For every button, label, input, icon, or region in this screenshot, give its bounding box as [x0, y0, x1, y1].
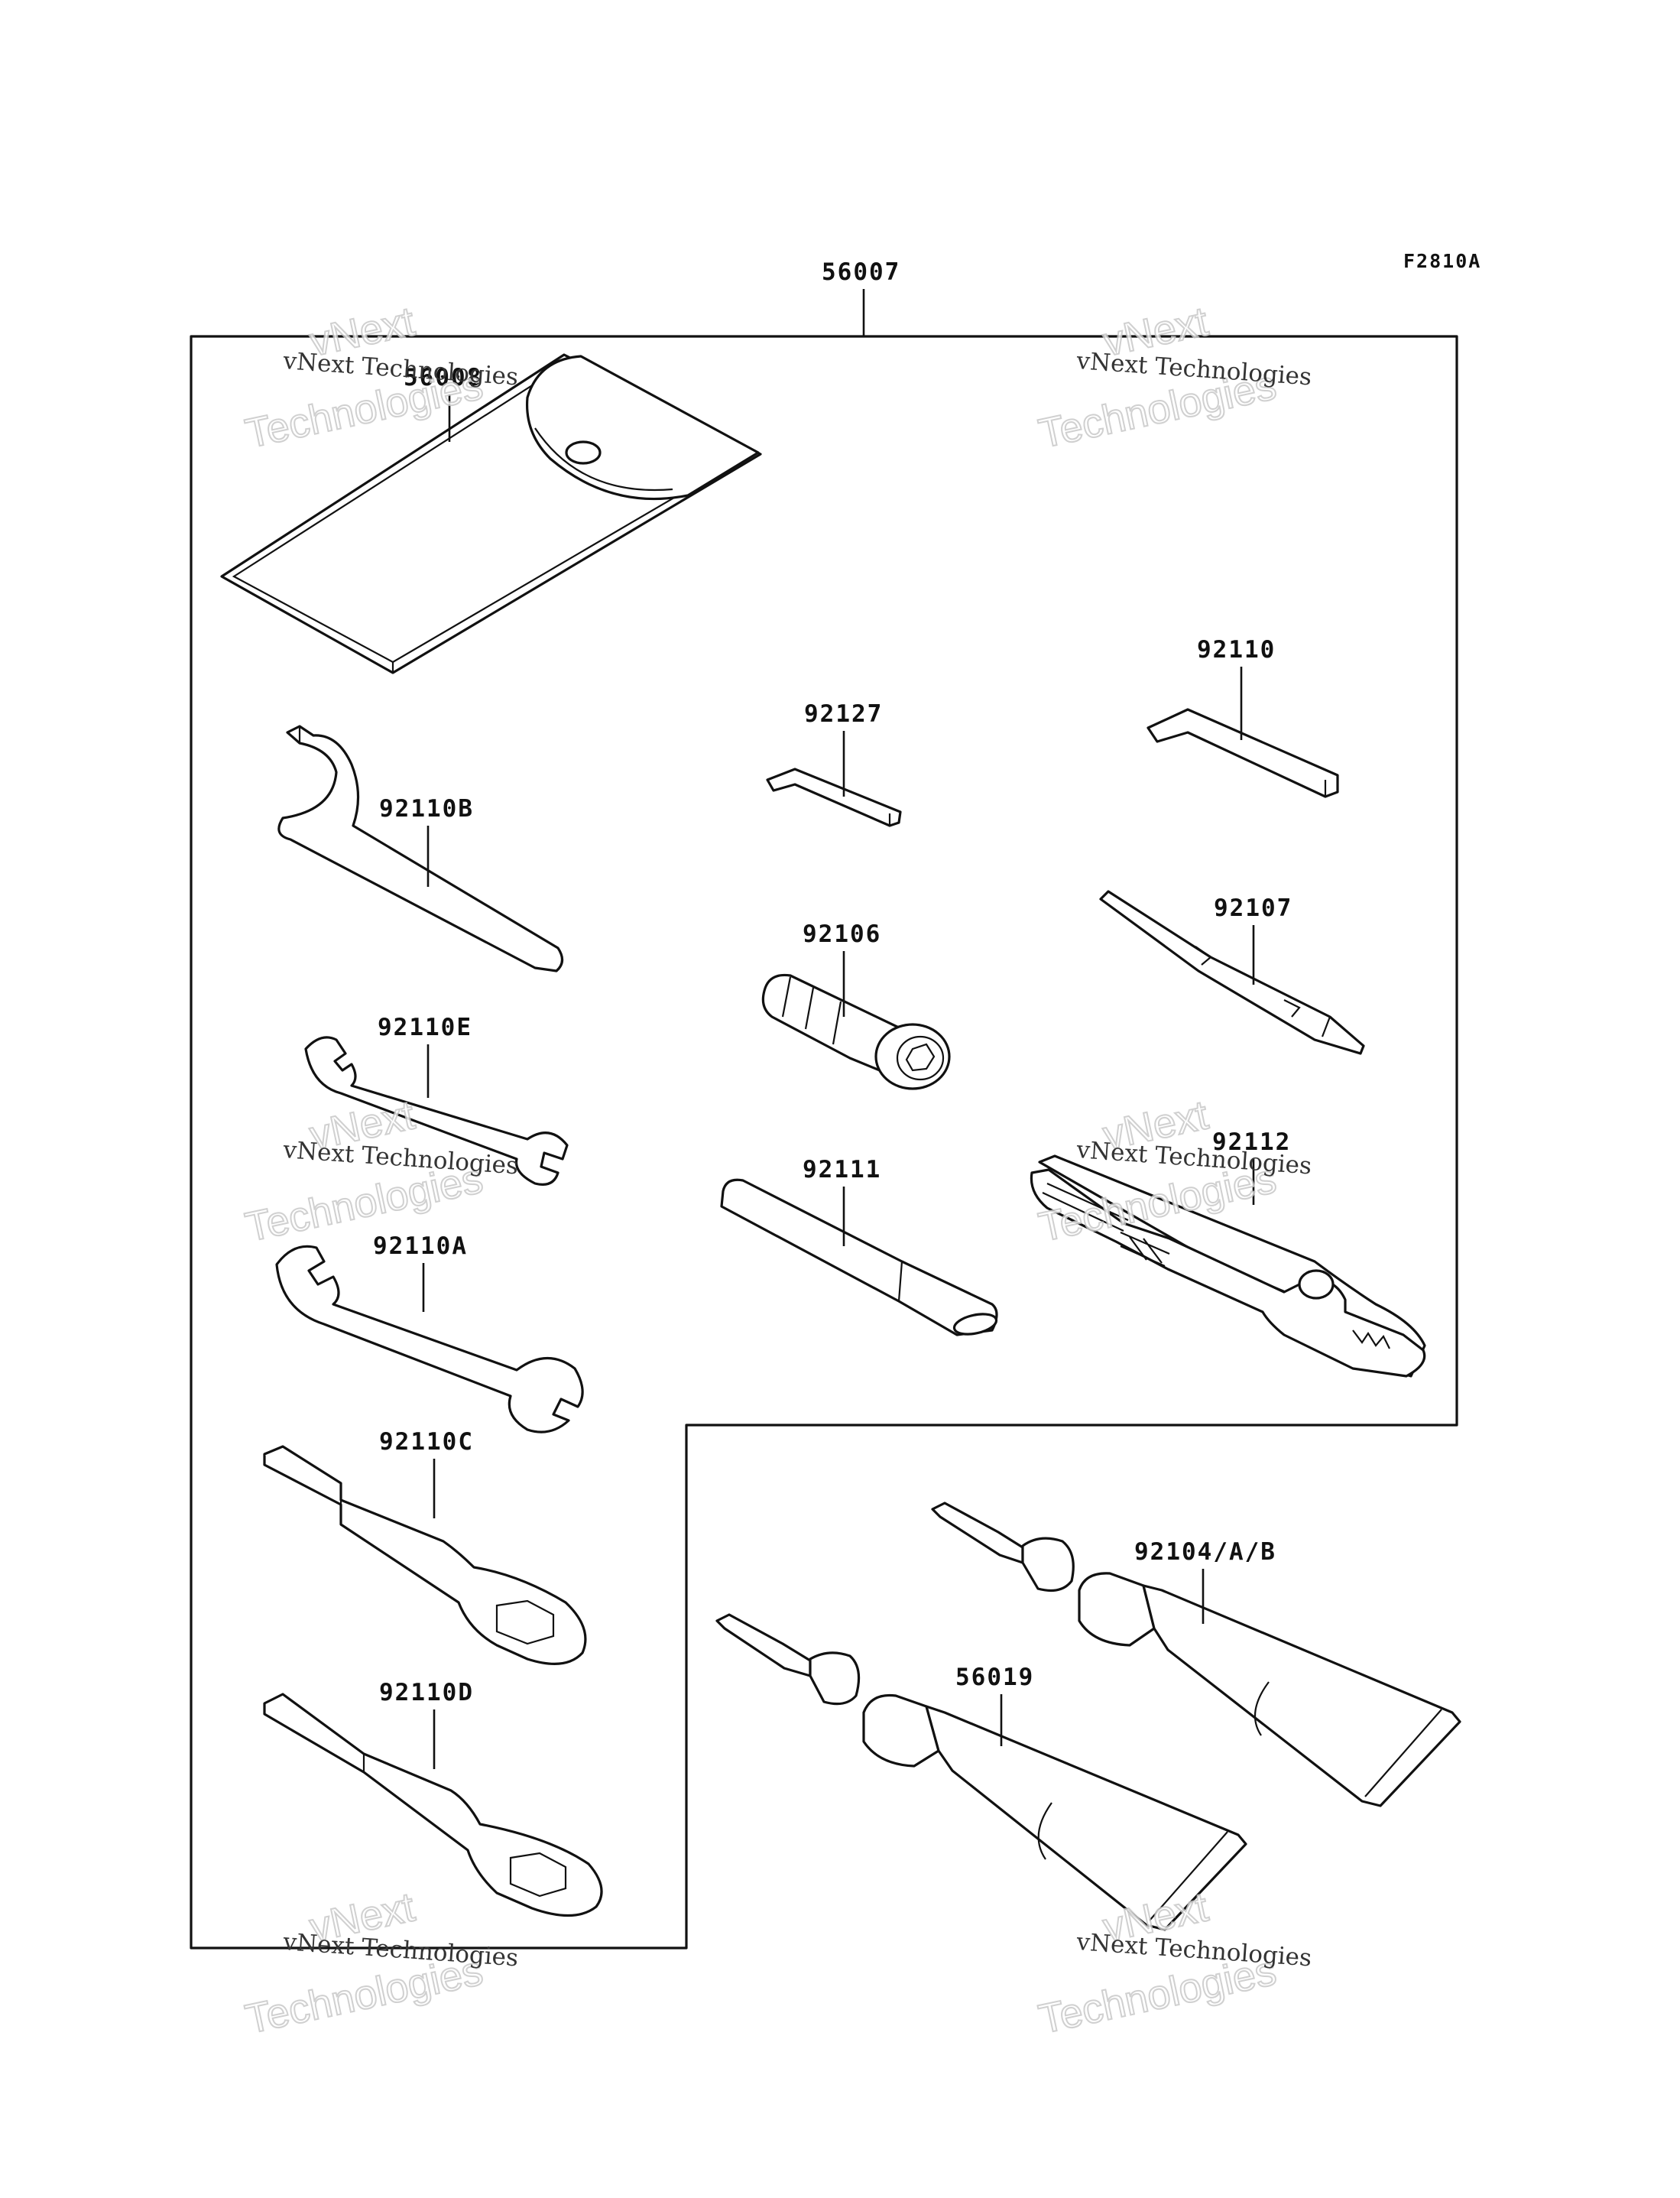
- figure-code: F2810A: [1403, 250, 1481, 272]
- case-part-label: 56008: [404, 364, 482, 391]
- wrench-a-drawing: [275, 1245, 584, 1433]
- screwdriver-drawing: [1099, 890, 1365, 1055]
- bond-tube-label: 56019: [955, 1664, 1034, 1691]
- hook-wrench-drawing: [277, 725, 564, 972]
- bond-tube-drawing: [715, 1613, 1247, 1931]
- wrench-e-label: 92110E: [378, 1014, 472, 1041]
- screwdriver-label: 92107: [1214, 894, 1292, 922]
- tool-case-drawing: [220, 353, 762, 674]
- hex-key-large-drawing: [1146, 708, 1339, 798]
- pliers-drawing: [1030, 1154, 1426, 1378]
- socket-label: 92106: [803, 920, 881, 948]
- socket-drawing: [761, 973, 951, 1090]
- hook-wrench-label: 92110B: [379, 795, 474, 823]
- kit-frame: [190, 335, 1458, 1950]
- wrench-a-label: 92110A: [373, 1232, 468, 1260]
- extension-bar-drawing: [720, 1178, 998, 1336]
- watermark-top-right: vNext Technologies vNext Technologies: [1034, 297, 1312, 457]
- box-wrench-d-label: 92110D: [379, 1679, 474, 1706]
- hex-key-large-label: 92110: [1197, 636, 1276, 664]
- grease-tube-drawing: [931, 1502, 1461, 1807]
- extension-bar-label: 92111: [803, 1156, 881, 1183]
- grease-tube-label: 92104/A/B: [1134, 1538, 1276, 1566]
- watermark-middle-left: vNext Technologies vNext Technologies: [241, 1091, 519, 1251]
- watermark-bottom-right: vNext Technologies vNext Technologies: [1034, 1883, 1312, 2043]
- box-wrench-c-label: 92110C: [379, 1428, 474, 1456]
- hex-key-small-label: 92127: [804, 700, 883, 728]
- box-wrench-d-drawing: [263, 1693, 603, 1917]
- pliers-label: 92112: [1212, 1128, 1291, 1156]
- box-wrench-c-drawing: [263, 1445, 587, 1665]
- wrench-e-drawing: [304, 1036, 569, 1186]
- kit-label: 56007: [822, 258, 900, 286]
- watermark-bottom-left: vNext Technologies vNext Technologies: [241, 1883, 519, 2043]
- hex-key-small-drawing: [766, 768, 902, 827]
